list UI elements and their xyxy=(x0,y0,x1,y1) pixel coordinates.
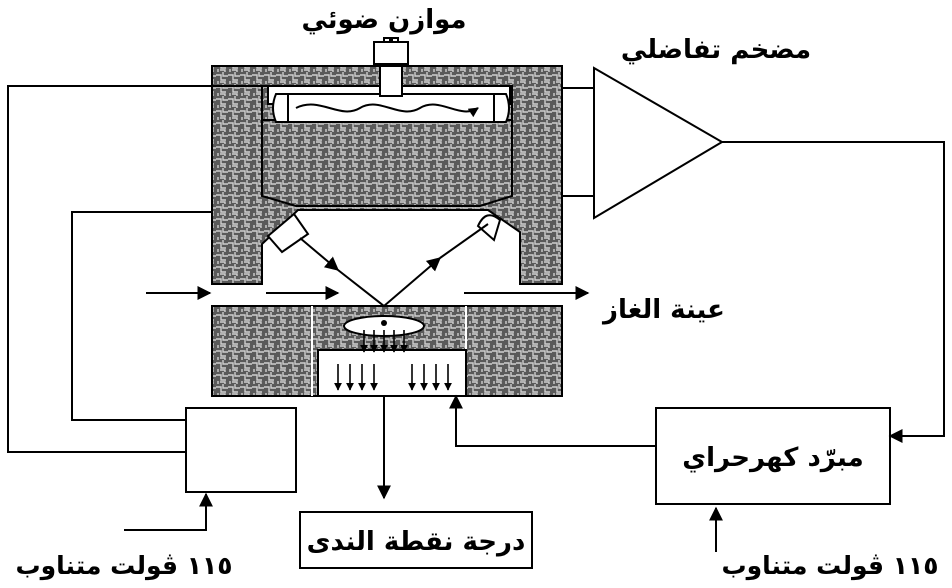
light-beams xyxy=(299,223,489,307)
differential-amplifier-label: مضخم تفاضلي xyxy=(621,35,811,65)
differential-amplifier-icon xyxy=(593,66,724,220)
dew-point-temperature-label: درجة نقطة الندى xyxy=(307,527,526,557)
left-lamp-icon xyxy=(272,93,289,123)
light-tube xyxy=(272,93,510,123)
ac-supply-right-label: ١١٥ ڤولت متناوب xyxy=(721,551,938,581)
optical-balancer-knob-icon xyxy=(373,37,409,97)
thermoelectric-cooler-label: مبرّد كهرحراي xyxy=(682,443,863,473)
gas-sample-label: عينة الغاز xyxy=(601,295,725,325)
ac-supply-left-label: ١١٥ ڤولت متناوب xyxy=(15,551,232,581)
power-supply-box xyxy=(185,407,297,493)
thermoelectric-cooler-box xyxy=(655,407,891,505)
right-lamp-icon xyxy=(493,93,510,123)
mirror-block xyxy=(211,305,563,397)
optical-balancer-label: موازن ضوئي xyxy=(301,5,466,35)
left-photodetector-icon xyxy=(266,212,310,254)
dew-point-output-box xyxy=(299,511,533,569)
cooling-arrows xyxy=(334,330,452,391)
right-photodetector-icon xyxy=(476,214,502,242)
wiring xyxy=(7,85,945,552)
photodetectors xyxy=(266,212,502,254)
